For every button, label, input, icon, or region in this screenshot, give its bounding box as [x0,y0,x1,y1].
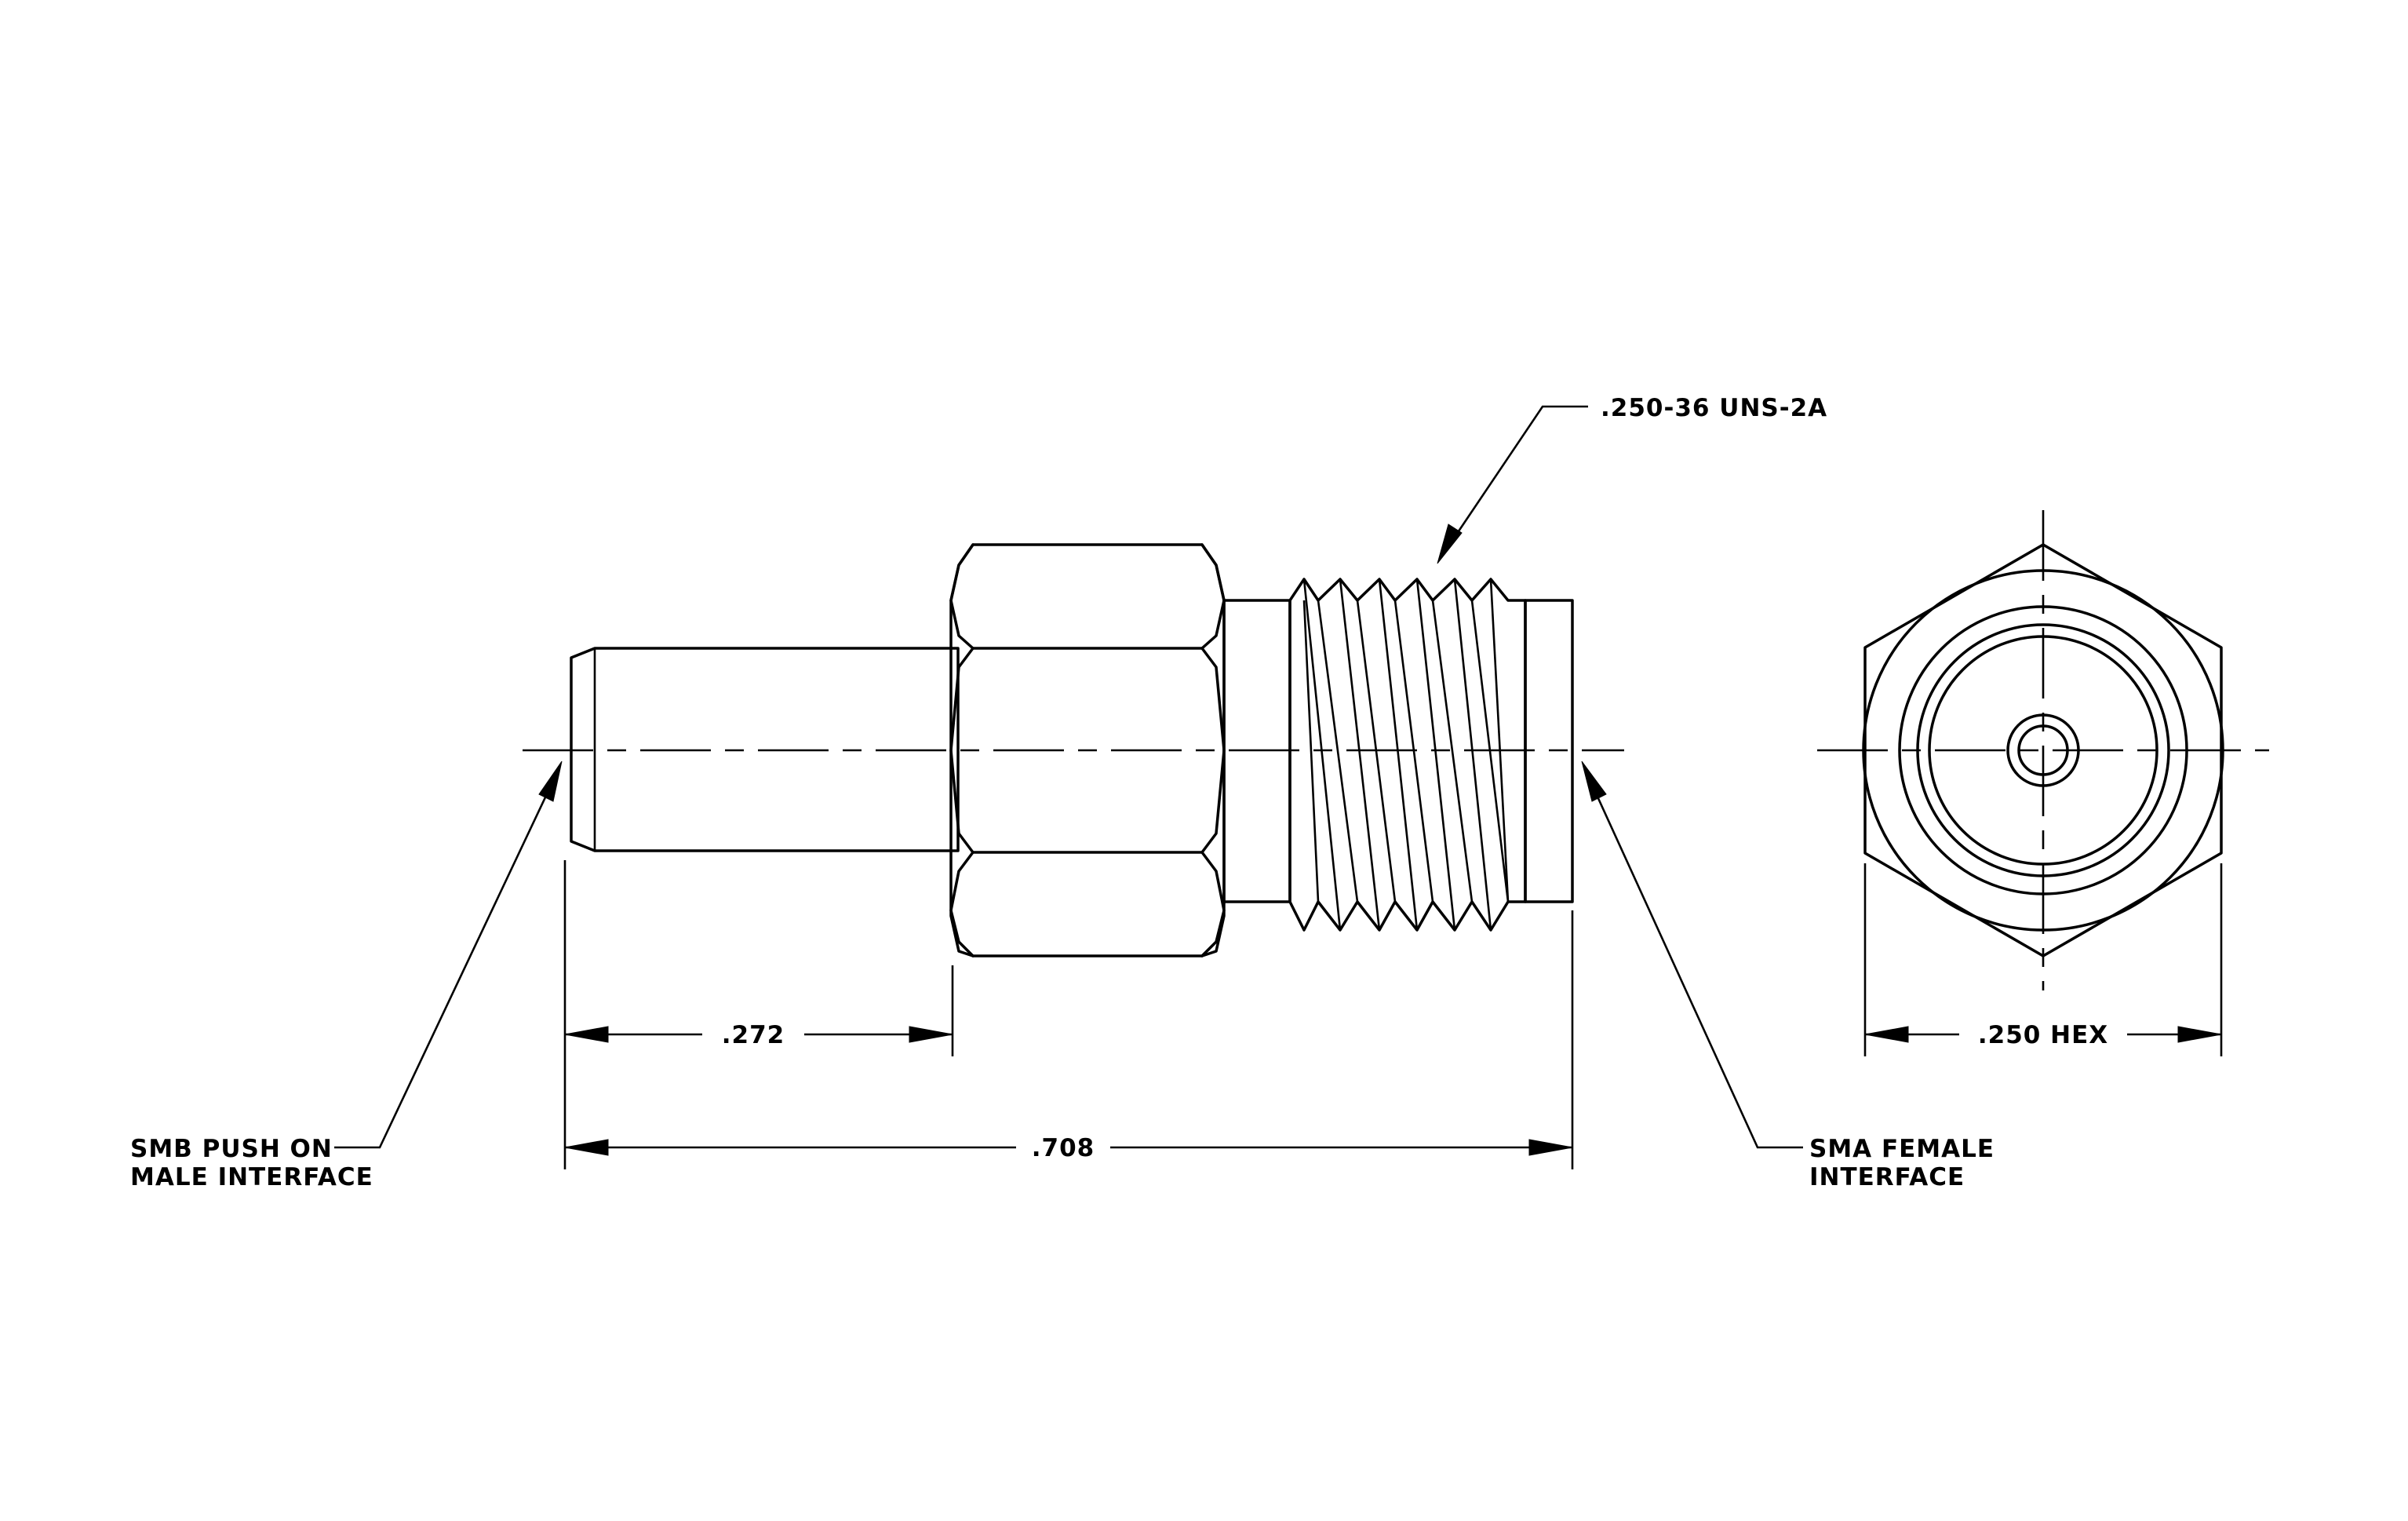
side-view [523,543,1624,957]
sma-note: SMA FEMALE INTERFACE [1581,760,1995,1191]
dim-272-text: .272 [722,1021,785,1049]
dim-708-text: .708 [1032,1134,1095,1162]
threaded-section [1288,578,1527,932]
sma-note-line2: INTERFACE [1809,1163,1965,1191]
dim-hex: .250 HEX [1864,1021,2222,1049]
dimension-lines: .272 .708 .250 HEX [563,860,2223,1169]
end-view [1817,510,2269,990]
sma-note-line1: SMA FEMALE [1809,1135,1995,1163]
dim-hex-text: .250 HEX [1978,1021,2108,1049]
dim-272: .272 [564,1021,953,1049]
smb-note: SMB PUSH ON MALE INTERFACE [130,760,563,1191]
thread-callout: .250-36 UNS-2A [1437,394,1827,564]
smb-note-line1: SMB PUSH ON [130,1135,333,1163]
smb-male-body [570,647,960,852]
thread-callout-text: .250-36 UNS-2A [1601,394,1827,422]
leaders: .250-36 UNS-2A SMB PUSH ON MALE INTERFAC… [130,394,1995,1191]
smb-note-line2: MALE INTERFACE [130,1163,373,1191]
dim-708: .708 [564,1134,1573,1162]
